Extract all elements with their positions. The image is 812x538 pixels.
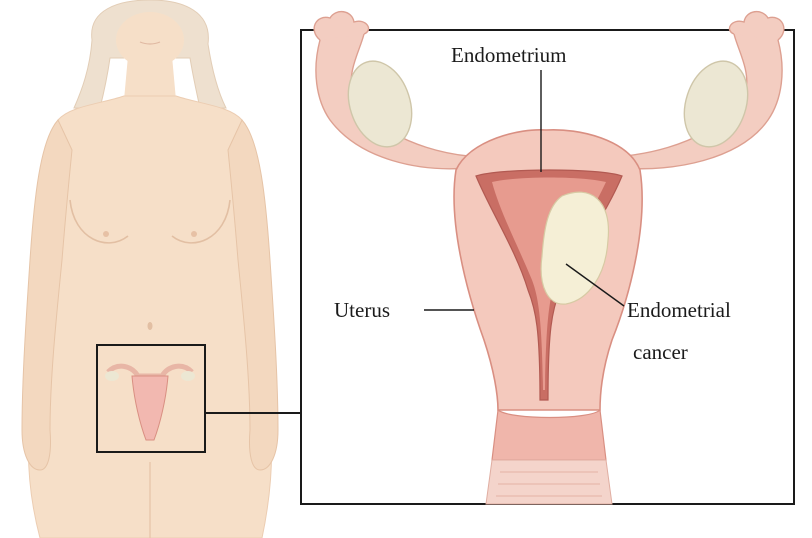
chin [116,12,184,68]
label-cancer-line1: Endometrial [627,298,731,322]
label-endometrium: Endometrium [451,43,566,67]
left-nipple [103,231,109,237]
female-body-figure [22,0,278,538]
vaginal-canal [486,460,612,504]
right-nipple [191,231,197,237]
cervix [492,410,606,460]
navel [148,322,153,330]
label-cancer-line2: cancer [633,340,688,364]
label-uterus: Uterus [334,298,390,322]
